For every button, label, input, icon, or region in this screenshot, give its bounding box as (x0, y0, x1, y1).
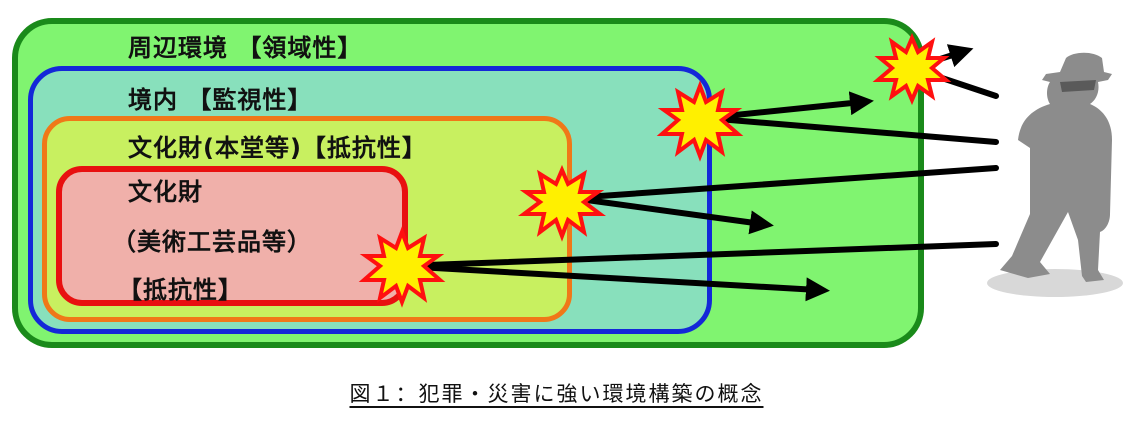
impact-burst-icon (872, 32, 952, 106)
cultural-property-sublabel: （美術工芸品等） (112, 228, 312, 256)
impact-bursts (358, 32, 952, 308)
intruder-figure-icon (987, 52, 1123, 297)
figure-caption: 図１：犯罪・災害に強い環境構築の概念 (349, 382, 764, 406)
precinct-label: 境内 【監視性】 (128, 86, 313, 114)
impact-burst-icon (656, 80, 744, 162)
intruder-shadow (987, 269, 1123, 297)
impact-burst-icon (358, 226, 446, 308)
intruder-mask (1060, 80, 1096, 92)
surroundings-label: 周辺環境 【領域性】 (128, 34, 363, 62)
deflect-arrow-icon (399, 241, 999, 302)
intruder-body (1000, 52, 1112, 282)
cultural-property-label: 文化財 (128, 178, 203, 206)
cultural-property-attribute: 【抵抗性】 (118, 276, 243, 304)
building-label: 文化財(本堂等)【抵抗性】 (128, 134, 427, 162)
impact-burst-icon (518, 164, 606, 242)
deflect-arrow-icon (571, 165, 999, 235)
deflect-arrow-icon (705, 91, 999, 145)
